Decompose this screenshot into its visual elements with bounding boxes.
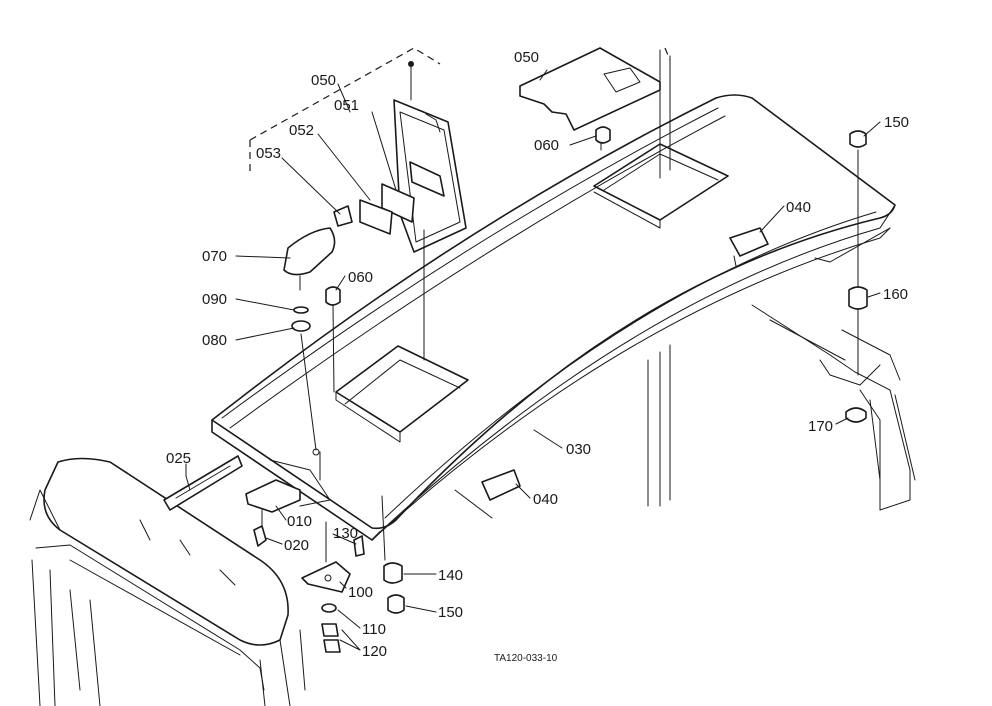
hatch-assembly <box>249 47 467 361</box>
callout-050b: 050 <box>514 49 539 66</box>
callout-130: 130 <box>333 525 358 542</box>
knob-060-mid <box>325 286 341 393</box>
callout-100: 100 <box>348 584 373 601</box>
callout-051: 051 <box>334 97 359 114</box>
callout-140: 140 <box>438 567 463 584</box>
drawing-code: TA120-033-10 <box>494 653 558 664</box>
clip-040-lower <box>454 469 521 519</box>
nut-170 <box>845 407 867 423</box>
rear-hatch-opening <box>593 143 729 229</box>
front-hatch-opening <box>335 345 469 443</box>
roof-panel <box>211 94 896 541</box>
clip-040-upper <box>729 227 769 267</box>
callout-150b: 150 <box>438 604 463 621</box>
callout-110: 110 <box>362 621 386 638</box>
bolt-assembly-bottom <box>381 495 405 614</box>
cab-frame-rear <box>647 304 916 511</box>
latch-assembly <box>163 451 365 653</box>
callout-160: 160 <box>883 286 908 303</box>
callout-040b: 040 <box>533 491 558 508</box>
callout-170: 170 <box>808 418 833 435</box>
callout-040a: 040 <box>786 199 811 216</box>
hatch-cover-050 <box>519 47 671 179</box>
spacer-160 <box>848 286 868 310</box>
callout-070: 070 <box>202 248 227 265</box>
callout-090: 090 <box>202 291 227 308</box>
callout-030: 030 <box>566 441 591 458</box>
callout-060b: 060 <box>348 269 373 286</box>
bolt-150-top <box>849 130 867 376</box>
callout-120: 120 <box>362 643 387 660</box>
leader-lines <box>185 69 881 651</box>
callout-020: 020 <box>284 537 309 554</box>
callout-025: 025 <box>166 450 191 467</box>
callout-053: 053 <box>256 145 281 162</box>
callout-052: 052 <box>289 122 314 139</box>
callout-060a: 060 <box>534 137 559 154</box>
cab-frame-front <box>29 457 306 706</box>
callout-010: 010 <box>287 513 312 530</box>
callout-labels: 050 051 052 053 050 060 150 040 070 060 … <box>166 49 909 664</box>
callout-080: 080 <box>202 332 227 349</box>
callout-150a: 150 <box>884 114 909 131</box>
callout-050a: 050 <box>311 72 336 89</box>
handle-070 <box>283 227 336 456</box>
knob-060-top <box>595 126 611 151</box>
